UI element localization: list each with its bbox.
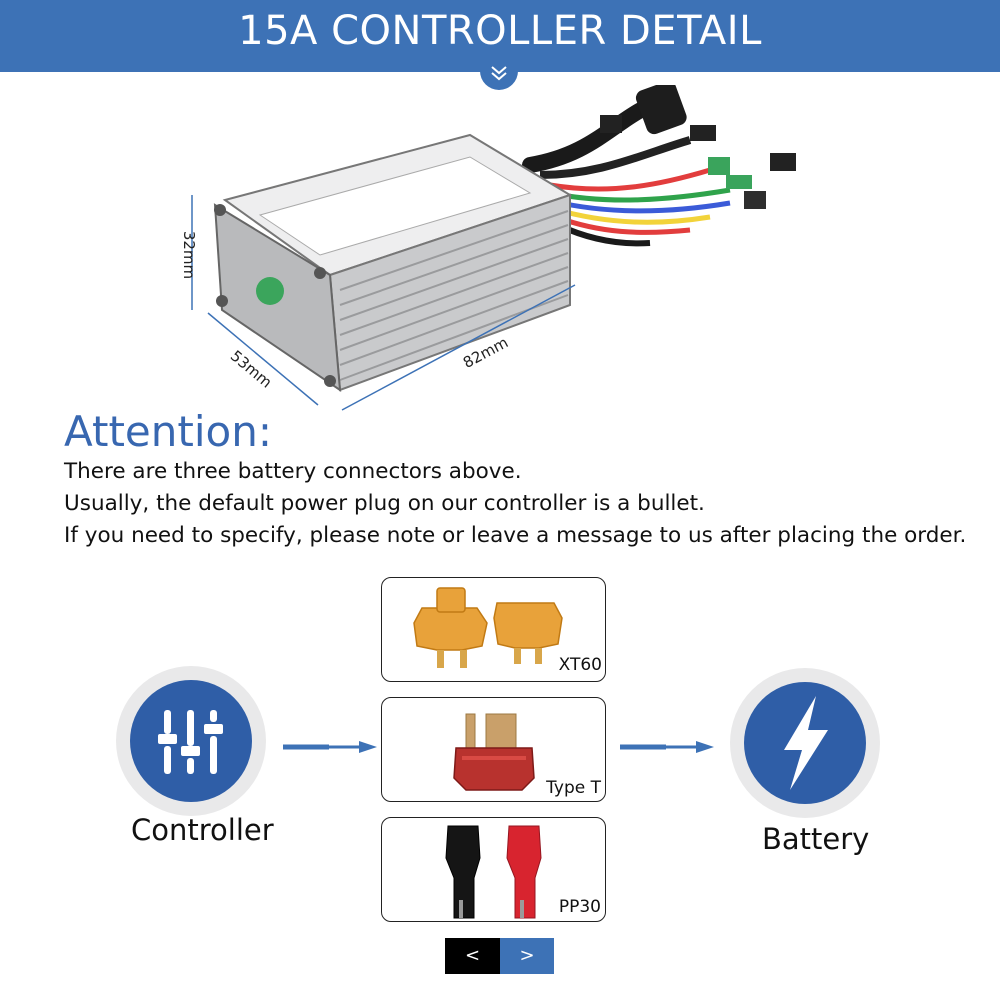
controller-label: Controller — [131, 813, 274, 847]
connector-card-xt60: XT60 — [381, 577, 606, 682]
wire-harness — [522, 85, 796, 247]
arrow-right-icon — [283, 741, 377, 753]
connector-label-type-t: Type T — [546, 778, 601, 798]
controller-product-image: 32mm 53mm 82mm — [180, 85, 796, 411]
connector-label-xt60: XT60 — [558, 655, 602, 675]
attention-line-3: If you need to specify, please note or l… — [64, 523, 967, 548]
battery-label: Battery — [762, 822, 870, 856]
dimension-height: 32mm — [180, 231, 198, 279]
attention-line-2: Usually, the default power plug on our c… — [64, 491, 705, 516]
connector-card-pp30: PP30 — [381, 817, 606, 922]
connector-card-type-t: Type T — [381, 697, 606, 802]
header-badge — [480, 58, 518, 90]
pp30-connector-image — [445, 825, 542, 919]
controller-housing — [213, 133, 573, 393]
xt60-connector-image — [413, 587, 563, 668]
dimension-depth: 53mm — [227, 347, 276, 392]
prev-button[interactable]: < — [445, 938, 500, 974]
sliders-icon — [158, 710, 223, 774]
attention-heading: Attention: — [64, 407, 272, 456]
double-chevron-down-icon — [491, 66, 507, 81]
battery-circle — [730, 668, 880, 818]
dimension-lines — [191, 195, 576, 411]
connector-label-pp30: PP30 — [558, 897, 601, 917]
attention-line-1: There are three battery connectors above… — [64, 459, 522, 484]
arrow-right-icon — [620, 741, 714, 753]
next-button[interactable]: > — [500, 938, 554, 974]
controller-circle — [116, 666, 266, 816]
type-t-connector-image — [453, 713, 535, 791]
lightning-bolt-icon — [784, 696, 828, 790]
page-title: 15A CONTROLLER DETAIL — [238, 8, 762, 54]
pager: < > — [445, 938, 554, 974]
